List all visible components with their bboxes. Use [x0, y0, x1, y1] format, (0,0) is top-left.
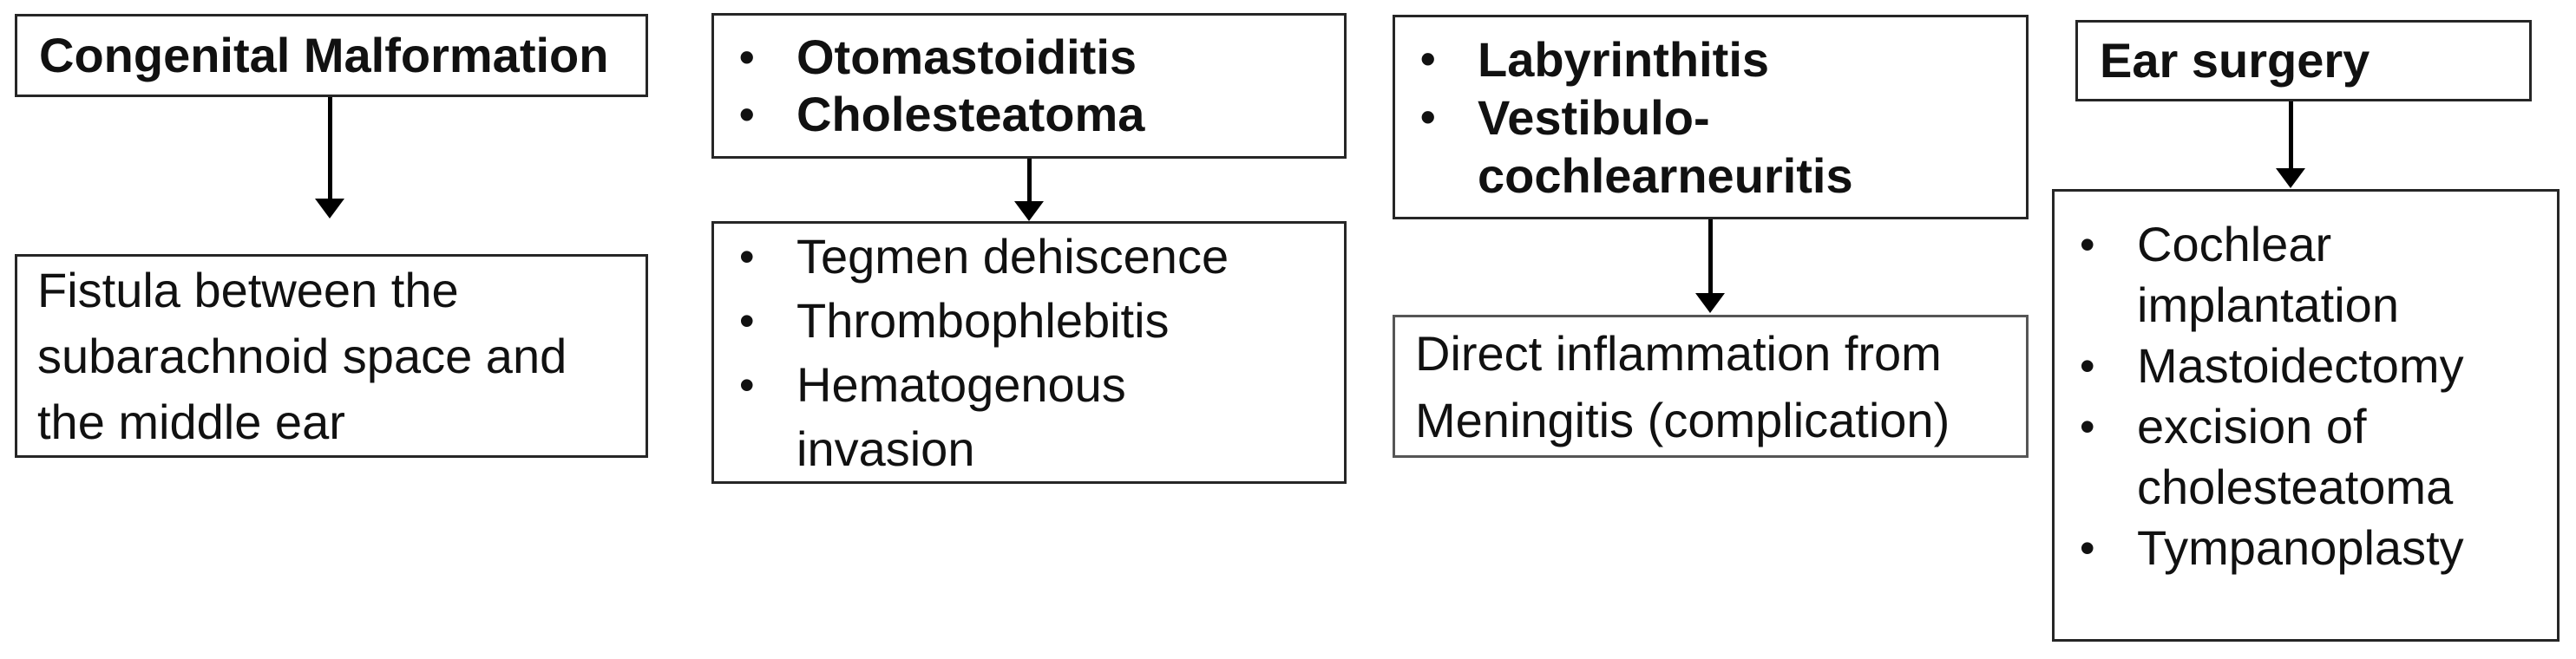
down-arrow-labyrinthitis — [1695, 219, 1725, 313]
otomastoiditis-header-box: • Otomastoiditis • Cholesteatoma — [711, 13, 1347, 159]
otomastoiditis-bullet-list: • Otomastoiditis • Cholesteatoma — [714, 29, 1344, 143]
bullet-dot-icon: • — [739, 33, 755, 82]
down-arrow-ear-surgery — [2276, 101, 2305, 188]
bullet-text: excision of cholesteatoma — [2137, 399, 2454, 514]
arrow-stem — [2288, 101, 2293, 168]
bullet-item: • Tympanoplasty — [2080, 518, 2550, 578]
arrow-stem — [1708, 219, 1713, 293]
down-arrow-otomastoiditis — [1014, 159, 1044, 221]
bullet-text: Labyrinthitis — [1478, 31, 1770, 87]
bullet-dot-icon: • — [739, 360, 755, 409]
bullet-text: Otomastoiditis — [796, 29, 1137, 84]
bullet-item: • Labyrinthitis — [1420, 30, 2019, 88]
bullet-dot-icon: • — [1420, 92, 1436, 141]
bullet-text: Hematogenous invasion — [796, 356, 1126, 476]
ear-surgery-procedures-list: • Cochlear implantation • Mastoidectomy … — [2055, 214, 2557, 578]
ear-surgery-title: Ear surgery — [2100, 33, 2370, 88]
bullet-dot-icon: • — [739, 296, 755, 345]
congenital-malformation-result-text: Fistula between the subarachnoid space a… — [37, 262, 567, 449]
congenital-malformation-title: Congenital Malformation — [39, 28, 609, 83]
arrow-head-icon — [1695, 293, 1725, 313]
labyrinthitis-bullet-list: • Labyrinthitis • Vestibulo- cochlearneu… — [1395, 30, 2026, 205]
bullet-text: Mastoidectomy — [2137, 338, 2464, 393]
bullet-item: • Vestibulo- cochlearneuritis — [1420, 88, 2019, 205]
bullet-item: • Hematogenous invasion — [739, 353, 1337, 481]
ear-surgery-header-box: Ear surgery — [2075, 20, 2532, 101]
bullet-item: • Cholesteatoma — [739, 86, 1337, 143]
bullet-text: Vestibulo- cochlearneuritis — [1478, 89, 1853, 203]
arrow-head-icon — [315, 199, 344, 219]
bullet-item: • Mastoidectomy — [2080, 336, 2550, 396]
labyrinthitis-mechanism-box: Direct inflammation from Meningitis (com… — [1393, 315, 2029, 458]
bullet-dot-icon: • — [1420, 34, 1436, 83]
bullet-dot-icon: • — [2080, 524, 2095, 572]
bullet-text: Thrombophlebitis — [796, 292, 1170, 348]
bullet-text: Cholesteatoma — [796, 87, 1145, 141]
arrow-stem — [1026, 159, 1032, 201]
otomastoiditis-mechanisms-list: • Tegmen dehiscence • Thrombophlebitis •… — [714, 225, 1344, 481]
congenital-malformation-header-box: Congenital Malformation — [15, 14, 648, 97]
bullet-text: Tympanoplasty — [2137, 520, 2464, 575]
bullet-item: • excision of cholesteatoma — [2080, 396, 2550, 518]
arrow-stem — [327, 97, 332, 199]
bullet-dot-icon: • — [739, 232, 755, 281]
bullet-text: Cochlear implantation — [2137, 217, 2399, 332]
arrow-head-icon — [2276, 168, 2305, 188]
bullet-dot-icon: • — [2080, 402, 2095, 451]
bullet-dot-icon: • — [739, 90, 755, 139]
ear-surgery-procedures-box: • Cochlear implantation • Mastoidectomy … — [2052, 189, 2560, 642]
bullet-item: • Tegmen dehiscence — [739, 225, 1337, 289]
bullet-item: • Otomastoiditis — [739, 29, 1337, 86]
arrow-head-icon — [1014, 201, 1044, 221]
bullet-item: • Thrombophlebitis — [739, 289, 1337, 353]
bullet-dot-icon: • — [2080, 220, 2095, 269]
labyrinthitis-header-box: • Labyrinthitis • Vestibulo- cochlearneu… — [1393, 15, 2029, 219]
bullet-text: Tegmen dehiscence — [796, 228, 1229, 284]
otomastoiditis-mechanisms-box: • Tegmen dehiscence • Thrombophlebitis •… — [711, 221, 1347, 484]
labyrinthitis-mechanism-text: Direct inflammation from Meningitis (com… — [1415, 325, 1950, 447]
congenital-malformation-result-box: Fistula between the subarachnoid space a… — [15, 254, 648, 458]
down-arrow-congenital — [315, 97, 344, 219]
bullet-item: • Cochlear implantation — [2080, 214, 2550, 336]
bullet-dot-icon: • — [2080, 342, 2095, 390]
